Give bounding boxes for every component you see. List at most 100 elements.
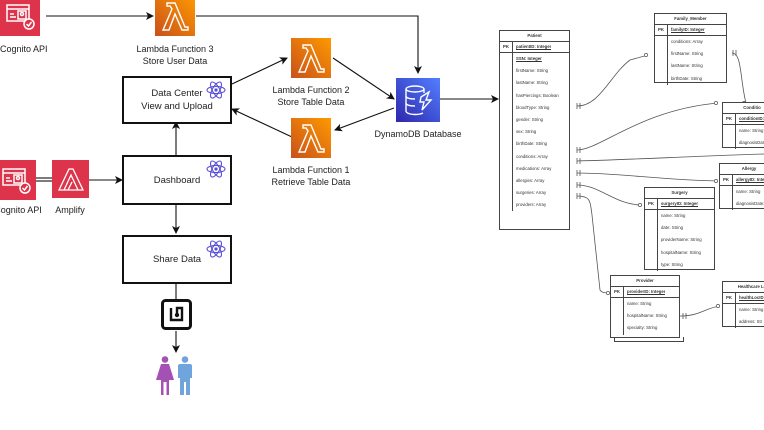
edge-lambda2-to-dynamodb [332,57,395,100]
table-row: name: String [736,189,761,194]
lambda1-title: Lambda Function 1 [272,165,350,175]
react-icon [206,160,226,178]
edge-lambda3-to-dynamodb [196,15,422,74]
lambda3-title: Lambda Function 3 [136,44,214,54]
table-row: type: String [661,261,683,267]
table-row: surgeries: Array [516,190,547,196]
cognito-icon [0,160,36,200]
table-row: diagnosisDate: [736,201,764,207]
edge-datacenter-to-lambda2 [231,57,288,85]
table-title: Family_Member [655,14,726,25]
cognito-api-top[interactable] [0,0,40,36]
table-provider-stack [614,337,684,342]
table-row: birthDate: String [671,75,703,81]
table-row: name: String [739,128,764,133]
lambda1-label: Lambda Function 1 Retrieve Table Data [261,164,361,188]
er-link-patient-condition [576,102,719,151]
lambda3-subtitle: Store User Data [142,56,208,66]
male-icon [178,356,192,395]
lambda-function-3[interactable] [155,0,195,36]
table-row: conditions: Array [671,39,703,44]
table-row: allergies: Array [516,177,545,183]
nfc-tag[interactable] [161,299,192,330]
amplify[interactable] [52,160,89,198]
er-link-patient-medication [576,153,764,162]
table-row: hasPiercings: Boolean [516,92,559,98]
dynamodb-icon [396,78,440,122]
amplify-icon [52,160,89,198]
lambda-function-1[interactable] [291,118,331,158]
lambda-function-2[interactable] [291,38,331,78]
table-row: address: Str [739,319,763,325]
edge-dynamodb-to-lambda1 [334,107,395,132]
table-row: gender: String [516,116,543,122]
table-row: providers: Array [516,202,547,208]
data-center-title: Data Center [151,88,203,99]
table-title: Conditio [723,103,764,114]
table-title: Provider [611,276,679,287]
amplify-label: Amplify [55,205,85,215]
lambda2-title: Lambda Function 2 [272,85,350,95]
female-icon [156,356,174,395]
dynamodb-database[interactable] [396,78,440,122]
data-center-subtitle: View and Upload [141,101,213,112]
er-link-patient-surgery [576,184,643,206]
er-link-patient-family [576,54,649,107]
nfc-tag-icon [161,299,192,330]
table-title: Surgery [645,188,714,199]
dynamodb-label: DynamoDB Database [374,129,462,139]
table-row: name: String [627,301,652,306]
table-row: date: String [661,225,683,231]
table-row: SSN: Integer [516,56,542,61]
table-row: name: String [661,213,686,218]
er-link-patient-allergy [576,172,719,182]
lambda2-label: Lambda Function 2 Store Table Data [261,84,361,108]
table-title: Patient [500,31,569,42]
table-row: bloodType: String [516,104,550,110]
table-row: lastName: String [671,63,703,69]
lambda3-label: Lambda Function 3 Store User Data [125,43,225,67]
share-data-label: Share Data [152,254,202,265]
table-row: lastName: String [516,80,548,86]
cognito-api-bottom[interactable] [0,160,36,200]
table-title: Healthcare Lo [723,282,764,293]
table-row: hospitalName: String [661,249,701,255]
table-row: providerName: String [661,237,702,243]
er-link-patient-provider [576,195,611,294]
er-link-family-condition [731,52,747,104]
react-icon [206,240,226,258]
table-row: conditions: Array [516,153,548,159]
edge-lambda1-to-datacenter [231,108,293,138]
table-row: diagnosisDat [739,140,764,146]
table-row: hospitalName: String [627,313,667,319]
lambda-icon [155,0,195,36]
users [154,356,198,396]
table-row: sex: String [516,129,537,135]
table-row: birthDate: String [516,141,548,147]
cognito-icon [0,0,40,36]
dashboard-label: Dashboard [153,174,201,186]
table-title: Allergy [720,164,764,175]
lambda1-subtitle: Retrieve Table Data [271,177,351,187]
cognito-api-top-label: Cognito API [0,44,48,54]
data-center-view-and-upload[interactable]: Data Center View and Upload [122,76,232,124]
react-icon [206,81,226,99]
share-data[interactable]: Share Data [122,235,232,284]
table-row: name: String [739,307,764,312]
dashboard[interactable]: Dashboard [122,155,232,205]
table-row: firstName: String [516,68,548,74]
lambda-icon [291,118,331,158]
